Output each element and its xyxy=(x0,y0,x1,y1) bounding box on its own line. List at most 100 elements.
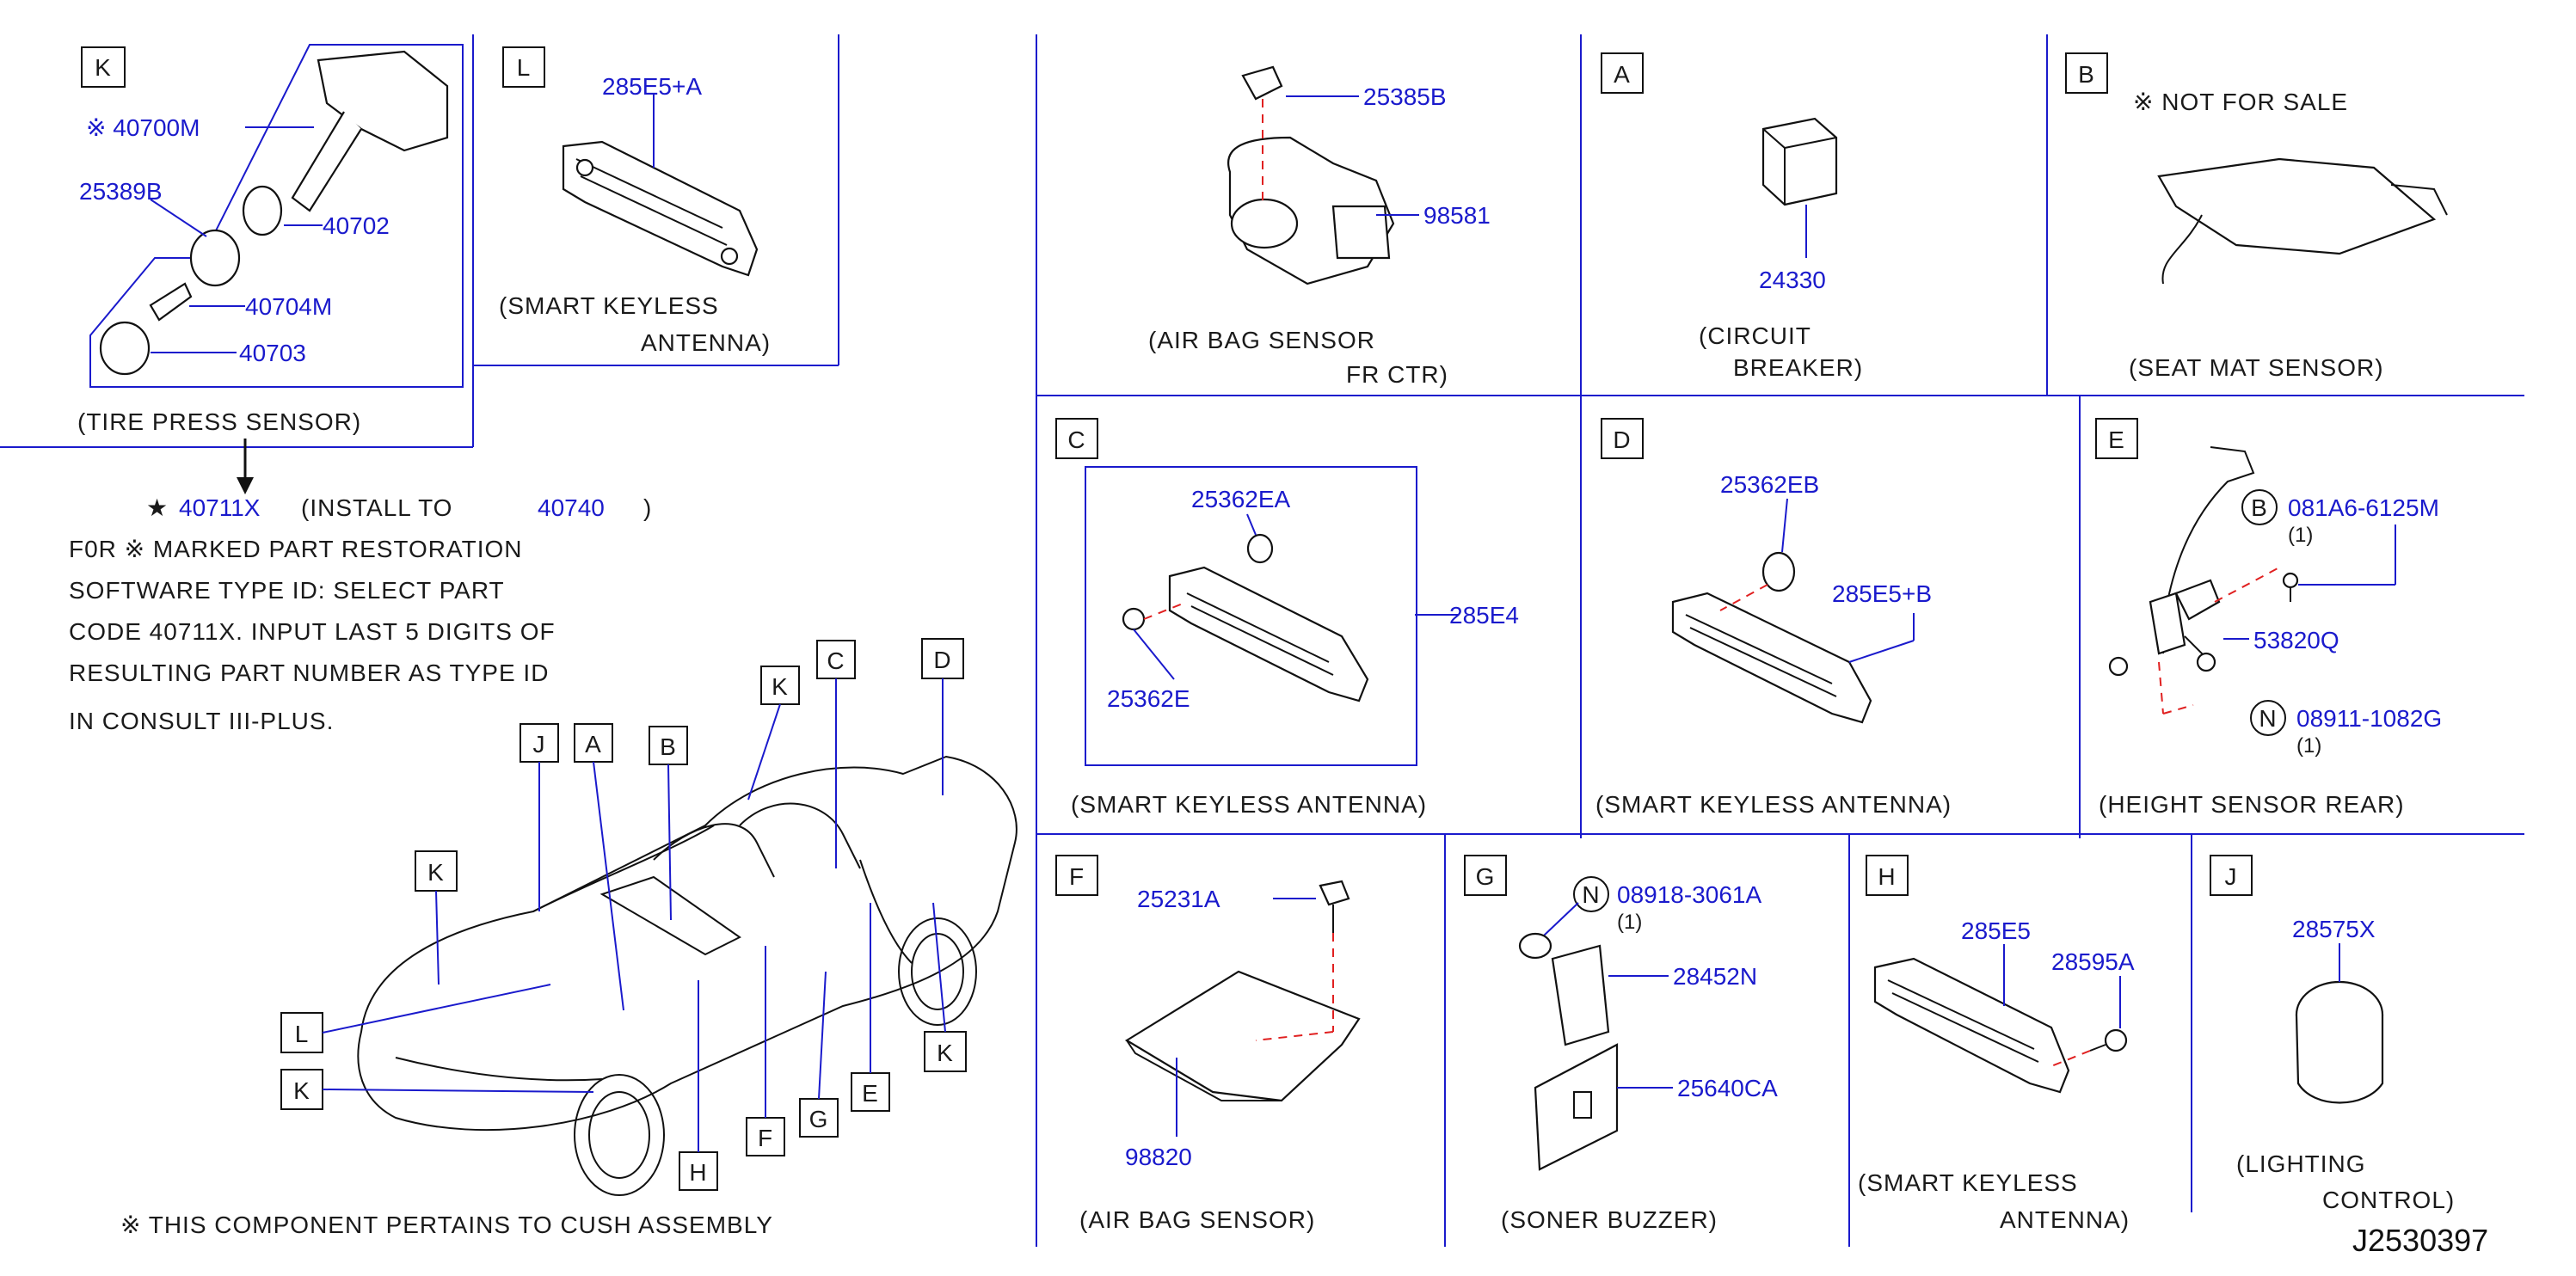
part-number: 25640CA xyxy=(1677,1075,1778,1101)
section-j-lighting-control: J 28575X (LIGHTING CONTROL) xyxy=(2210,855,2455,1213)
sensor-frame xyxy=(89,44,464,388)
svg-text:BREAKER): BREAKER) xyxy=(1733,354,1863,381)
section-caption-line1: (SMART KEYLESS xyxy=(499,292,719,319)
part-number: 40740 xyxy=(538,494,605,521)
tpms-sensor-body xyxy=(317,50,449,152)
svg-text:J: J xyxy=(2225,863,2238,890)
part-number: 28595A xyxy=(2051,948,2135,975)
note-line: SOFTWARE TYPE ID: SELECT PART xyxy=(69,577,505,604)
callout-k: K xyxy=(772,673,789,700)
part-number: 25389B xyxy=(79,178,163,205)
svg-text:(1): (1) xyxy=(2296,734,2321,758)
svg-text:CONTROL): CONTROL) xyxy=(2322,1187,2455,1213)
callout-g: G xyxy=(809,1106,829,1132)
svg-text:H: H xyxy=(1878,863,1896,890)
callout-e: E xyxy=(862,1080,879,1107)
section-b-seat-mat-sensor: B ※ NOT FOR SALE (SEAT MAT SENSOR) xyxy=(2065,52,2448,381)
svg-text:(SONER BUZZER): (SONER BUZZER) xyxy=(1501,1206,1718,1233)
svg-text:C: C xyxy=(1067,426,1085,453)
part-number: 40711X xyxy=(179,494,261,521)
svg-text:(SMART KEYLESS ANTENNA): (SMART KEYLESS ANTENNA) xyxy=(1595,791,1952,818)
svg-text:(LIGHTING: (LIGHTING xyxy=(2236,1150,2366,1177)
section-e-height-sensor-rear: E B 081A6-6125M (1) 53820Q N 08911-1082G… xyxy=(2095,418,2442,818)
svg-text:B: B xyxy=(2078,61,2095,88)
callout-k: K xyxy=(293,1077,310,1104)
section-g-soner-buzzer: G N 08918-3061A (1) 28452N 25640CA (SONE… xyxy=(1464,855,1778,1233)
part-number: 28452N xyxy=(1673,963,1757,990)
part-number: 25362EB xyxy=(1720,471,1819,498)
part-number: 98820 xyxy=(1125,1144,1192,1170)
callout-k: K xyxy=(427,859,445,886)
callout-f: F xyxy=(758,1125,773,1151)
car-body-outline xyxy=(357,755,1017,1132)
part-number: 285E5+A xyxy=(602,73,702,100)
footer-note: ※ THIS COMPONENT PERTAINS TO CUSH ASSEMB… xyxy=(120,1212,773,1238)
part-number: 25362EA xyxy=(1191,486,1291,512)
note-line: RESULTING PART NUMBER AS TYPE ID xyxy=(69,659,549,686)
antenna-bracket xyxy=(1873,957,2070,1094)
callout-d: D xyxy=(933,647,951,673)
section-k-tire-press-sensor: K ※ 40700M 25389B 40702 40704M 40703 (TI… xyxy=(77,44,464,494)
callout-j: J xyxy=(533,731,546,758)
section-f-air-bag-sensor: F 25231A 98820 (AIR BAG SENSOR) xyxy=(1055,855,1361,1233)
car-callouts: J A B K C D K L K H F G E K xyxy=(280,638,967,1191)
part-number: 08918-3061A xyxy=(1617,881,1761,908)
section-c-smart-keyless-antenna: C 25362EA 285E4 25362E (SMART KEYLESS AN… xyxy=(1055,418,1519,818)
svg-text:): ) xyxy=(643,494,652,521)
height-sensor xyxy=(2149,592,2186,655)
circle-b-mark: B xyxy=(2251,494,2268,521)
arrow-down-icon xyxy=(237,477,254,494)
svg-text:(SEAT MAT SENSOR): (SEAT MAT SENSOR) xyxy=(2129,354,2384,381)
circuit-breaker-relay xyxy=(1761,117,1838,206)
section-letter-box xyxy=(81,46,126,88)
svg-text:(INSTALL TO: (INSTALL TO xyxy=(301,494,452,521)
lighting-sensor-body xyxy=(2295,1014,2384,1104)
car-overview xyxy=(357,755,1017,1196)
section-frames xyxy=(0,34,2524,1247)
antenna-bracket xyxy=(1168,566,1369,702)
svg-text:A: A xyxy=(1614,61,1631,88)
diagram-id: J2530397 xyxy=(2352,1223,2488,1258)
part-number: 08911-1082G xyxy=(2296,705,2442,732)
valve-nut xyxy=(189,229,241,287)
section-caption-line2: ANTENNA) xyxy=(641,329,771,356)
section-l-smart-keyless-antenna: L 285E5+A (SMART KEYLESS ANTENNA) xyxy=(499,46,771,356)
install-note: ★ 40711X (INSTALL TO 40740 ) F0R ※ MARKE… xyxy=(69,494,652,734)
airbag-control-unit xyxy=(1124,970,1361,1102)
section-d-smart-keyless-antenna: D 25362EB 285E5+B (SMART KEYLESS ANTENNA… xyxy=(1595,418,1952,818)
callout-c: C xyxy=(827,647,845,674)
part-number: 98581 xyxy=(1423,202,1491,229)
section-letter: L xyxy=(517,54,532,81)
tpms-valve-stem xyxy=(291,111,362,212)
part-number: 285E5+B xyxy=(1832,580,1932,607)
part-number: 081A6-6125M xyxy=(2288,494,2439,521)
svg-text:FR CTR): FR CTR) xyxy=(1346,361,1448,388)
grommet xyxy=(242,185,283,236)
seat-mat-sensor xyxy=(2157,157,2437,255)
star-mark: ★ xyxy=(146,494,169,521)
part-number: 25362E xyxy=(1107,685,1190,712)
svg-text:(1): (1) xyxy=(1617,911,1642,934)
svg-text:(CIRCUIT: (CIRCUIT xyxy=(1699,322,1811,349)
section-airbag-sensor-fr-ctr: 25385B 98581 (AIR BAG SENSOR FR CTR) xyxy=(1148,65,1491,388)
sensor-harness xyxy=(2162,446,2255,654)
note-line: F0R ※ MARKED PART RESTORATION xyxy=(69,536,523,562)
part-number: 25231A xyxy=(1137,886,1220,912)
part-number: 25385B xyxy=(1363,83,1447,110)
part-number: 53820Q xyxy=(2253,627,2339,653)
svg-text:(AIR BAG SENSOR): (AIR BAG SENSOR) xyxy=(1079,1206,1315,1233)
antenna-bracket xyxy=(1671,592,1872,724)
callout-k: K xyxy=(937,1040,954,1066)
circle-n-mark: N xyxy=(2259,705,2277,732)
part-number: 285E4 xyxy=(1449,602,1519,629)
valve-cap xyxy=(99,321,151,376)
callout-a: A xyxy=(585,731,602,758)
note-line: IN CONSULT III-PLUS. xyxy=(69,708,334,734)
part-number: ※ 40700M xyxy=(86,114,200,141)
part-number: 28575X xyxy=(2292,916,2376,942)
callout-b: B xyxy=(660,733,677,760)
not-for-sale-note: ※ NOT FOR SALE xyxy=(2133,89,2348,115)
callout-h: H xyxy=(689,1159,707,1186)
svg-text:ANTENNA): ANTENNA) xyxy=(2000,1206,2130,1233)
section-letter: K xyxy=(95,54,112,81)
